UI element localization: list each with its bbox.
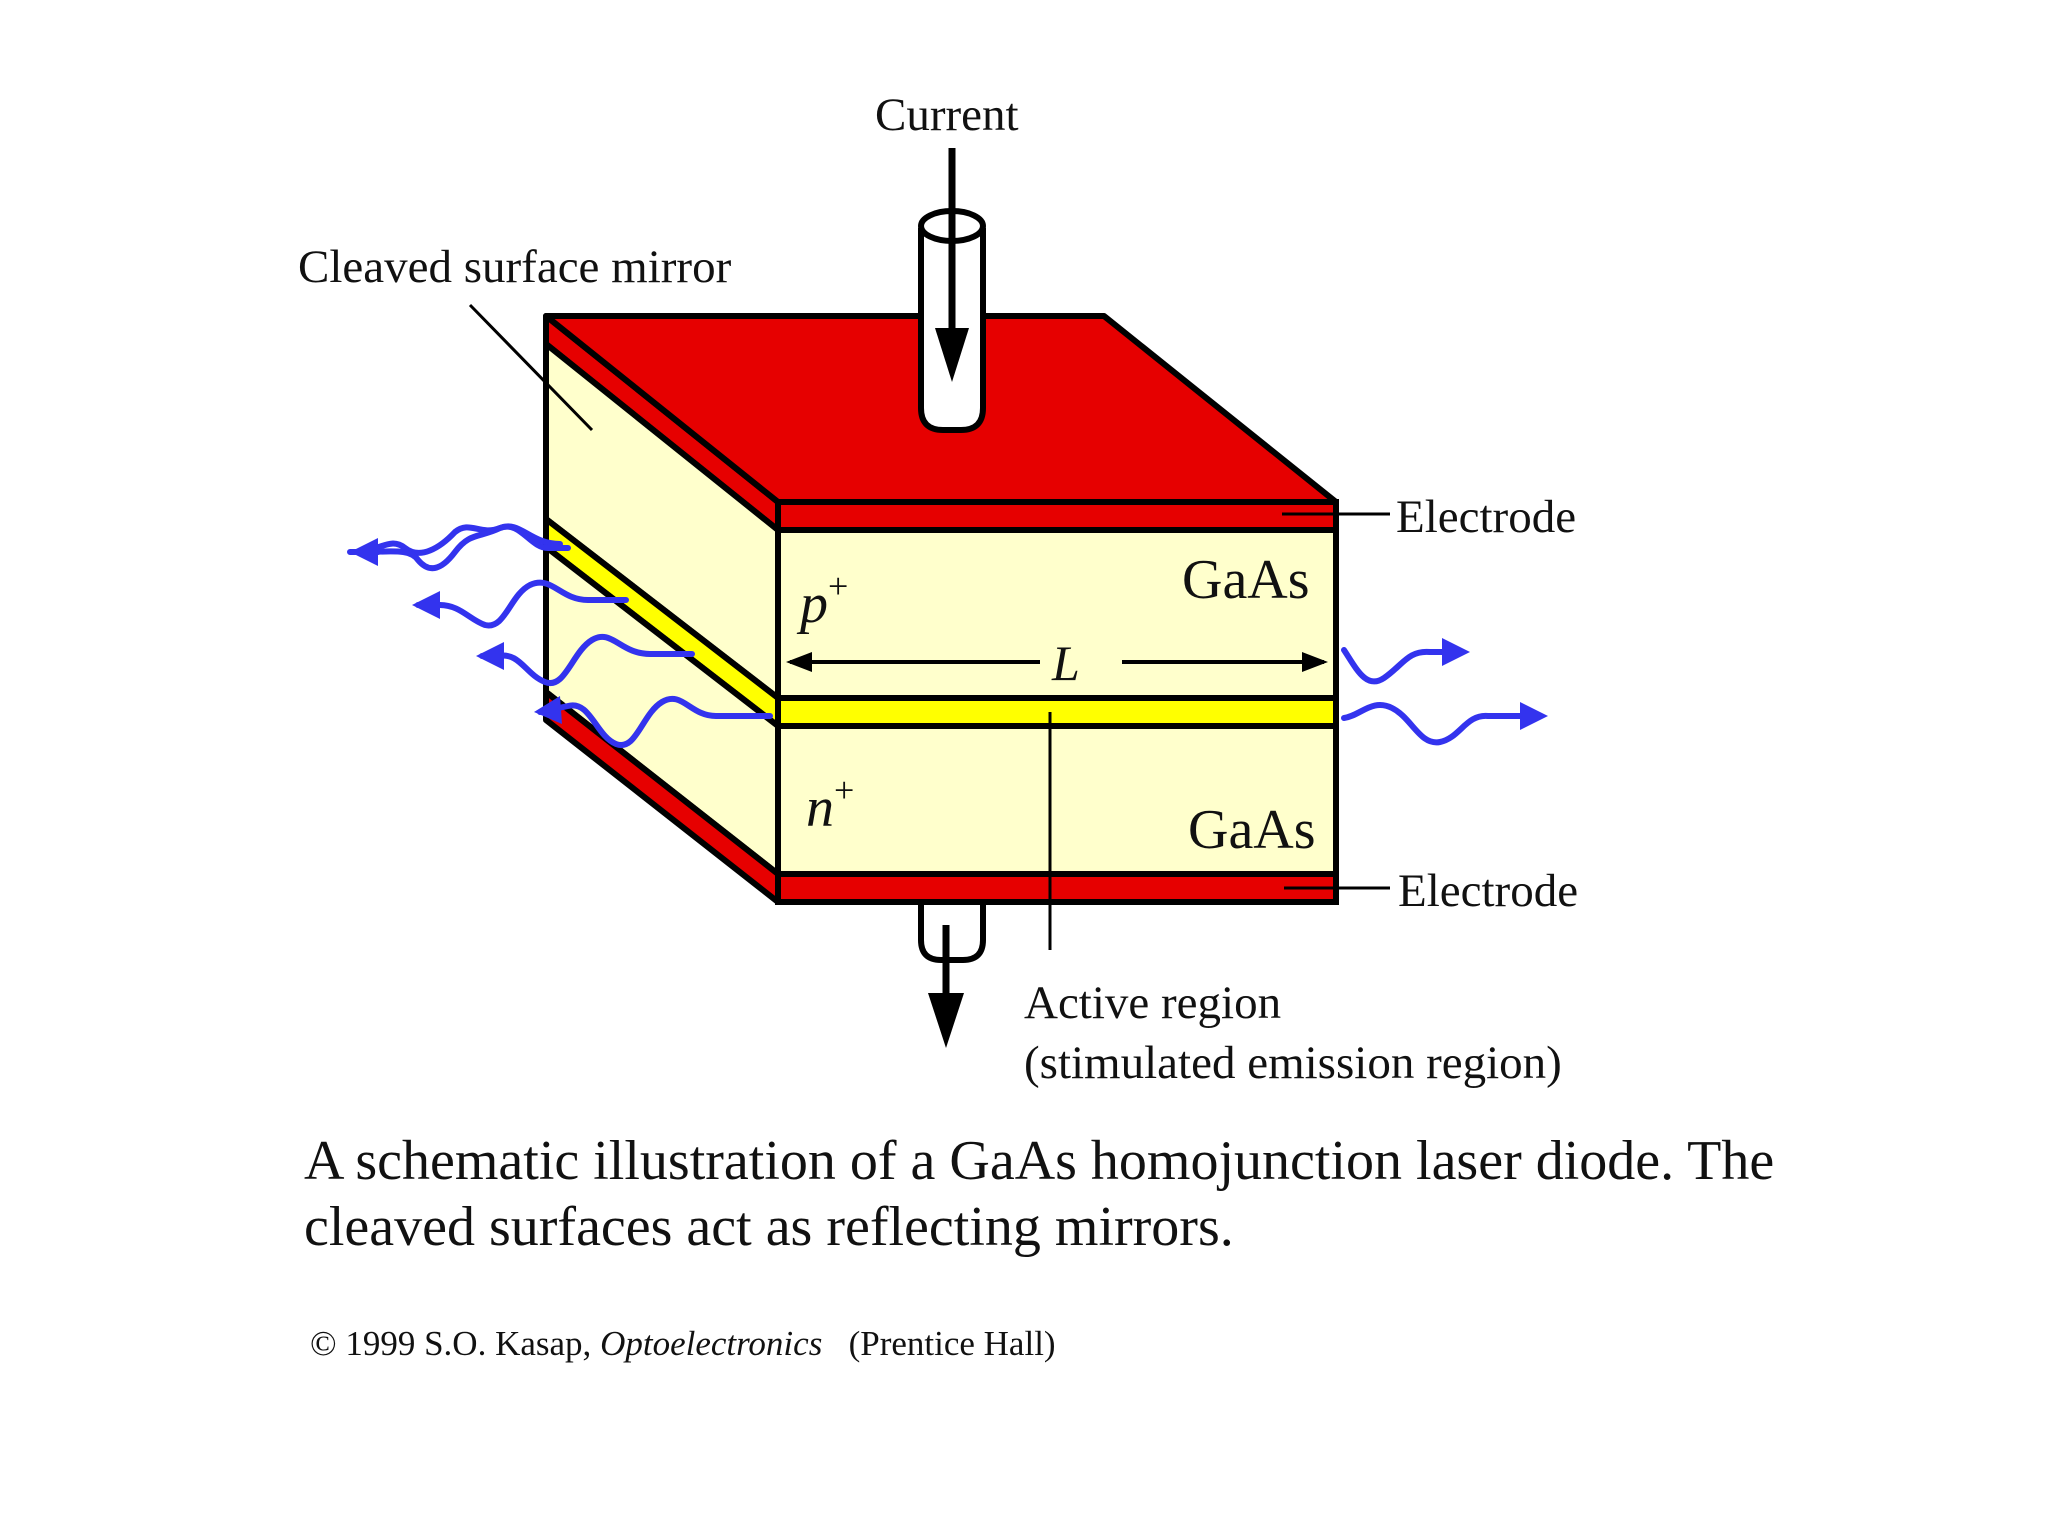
mirror-leader — [468, 303, 594, 432]
length-arrowheads — [786, 652, 1328, 672]
light-wave-right — [1341, 647, 1527, 746]
p-plus-label: p+ — [796, 566, 848, 635]
current-out-arrow-icon — [928, 925, 964, 1048]
light-arrowheads-right — [1442, 638, 1548, 730]
gaas-top-label: GaAs — [1182, 549, 1310, 611]
light-arrowheads-left — [350, 538, 562, 724]
length-label: L — [1051, 635, 1080, 691]
mirror-label: Cleaved surface mirror — [298, 241, 732, 293]
front-n-gaas — [775, 723, 1339, 877]
side-face — [543, 313, 781, 905]
n-plus-label: n+ — [806, 770, 854, 839]
electrode-top-label: Electrode — [1396, 491, 1576, 543]
electrode-bottom-label: Electrode — [1398, 865, 1578, 917]
active-region-sublabel: (stimulated emission region) — [1024, 1037, 1562, 1089]
front-electrode-bottom — [775, 871, 1339, 905]
credit-prefix: © 1999 S.O. Kasap, — [310, 1324, 592, 1363]
front-face — [775, 499, 1339, 905]
figure-caption: A schematic illustration of a GaAs homoj… — [304, 1130, 1775, 1258]
leader-lines — [468, 303, 1390, 950]
front-active-region — [775, 695, 1339, 729]
copyright-credit: © 1999 S.O. Kasap, Optoelectronics (Pren… — [310, 1324, 1056, 1364]
gaas-bottom-label: GaAs — [1188, 799, 1316, 861]
bottom-contact — [918, 905, 986, 963]
credit-book: Optoelectronics — [600, 1324, 823, 1363]
active-region-label: Active region — [1024, 977, 1281, 1029]
front-electrode-top — [775, 499, 1339, 533]
current-arrow-icon — [935, 148, 969, 382]
current-label: Current — [875, 89, 1019, 141]
front-p-gaas — [775, 527, 1339, 701]
credit-publisher: (Prentice Hall) — [848, 1324, 1056, 1363]
